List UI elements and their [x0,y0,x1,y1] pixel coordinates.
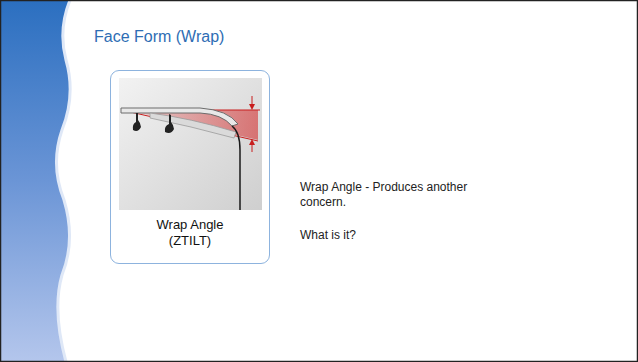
nose-pad [165,114,174,133]
band-edge [56,0,70,362]
lens [150,113,236,138]
photo-ground [119,78,262,210]
nose-pad [133,113,141,131]
wrap-angle-illustration [119,78,262,210]
side-band [0,0,70,362]
arrow-head [249,104,255,110]
slide-body: Wrap Angle - Produces another concern. Wh… [300,180,478,261]
slide-title: Face Form (Wrap) [94,28,224,46]
figure-caption: Wrap Angle (ZTILT) [144,217,236,249]
body-text: What is it? [300,228,478,243]
arrow-head [249,139,255,145]
temple-arm [232,126,240,210]
body-text: Wrap Angle - Produces another concern. [300,180,478,210]
figure-box: Wrap Angle (ZTILT) [110,70,270,264]
